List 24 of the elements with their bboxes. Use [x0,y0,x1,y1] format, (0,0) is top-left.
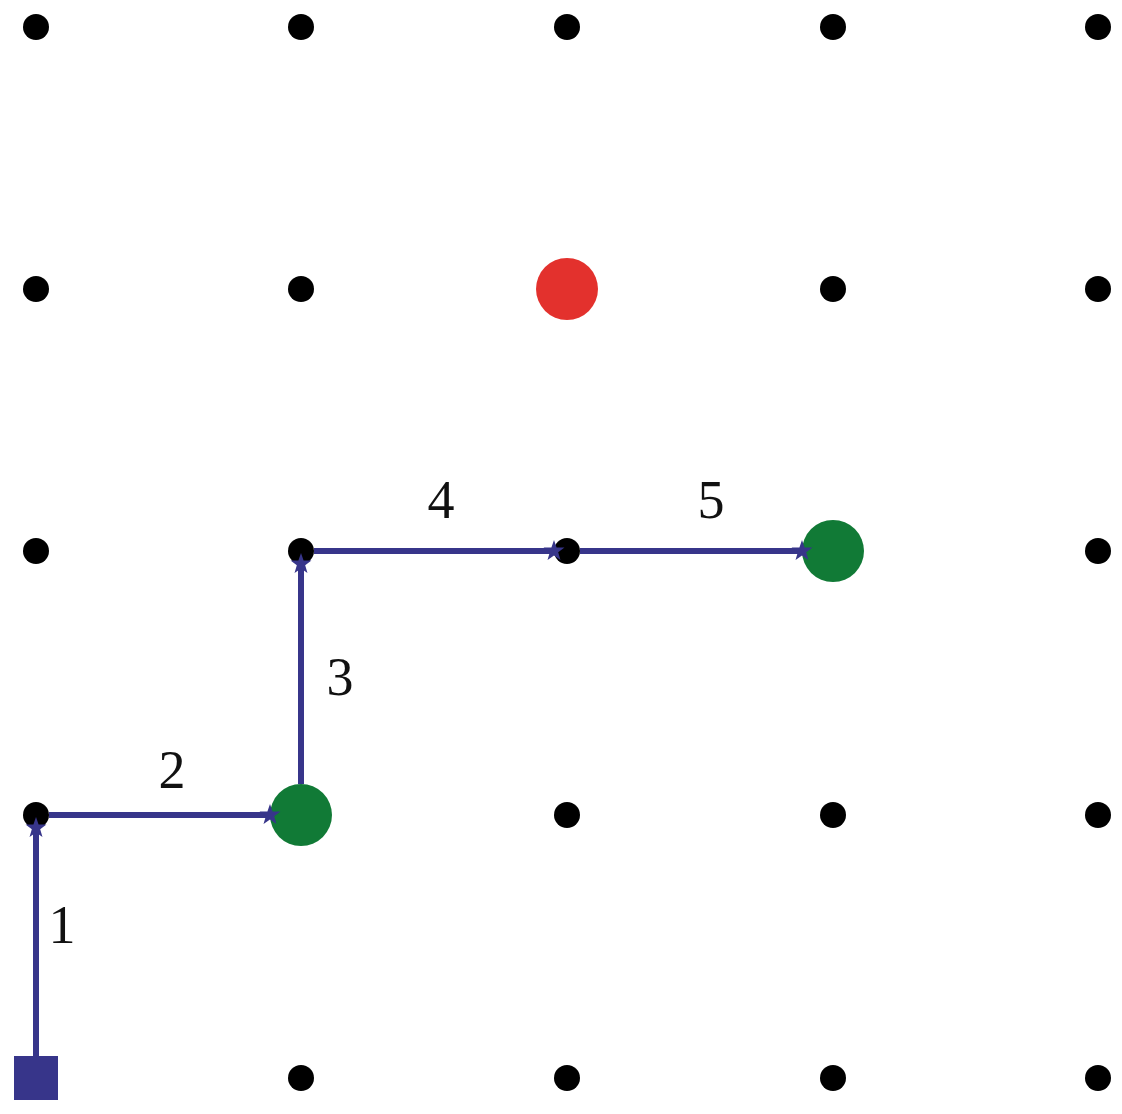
grid-dot [23,14,49,40]
grid-dot [820,1065,846,1091]
grid-dot [288,14,314,40]
path-segment [314,540,565,560]
square-marker [14,1056,58,1100]
path-segment [49,804,281,824]
grid-dot [23,276,49,302]
grid-dot [820,802,846,828]
grid-dot [554,14,580,40]
grid-dot [1085,1065,1111,1091]
grid-dot [288,1065,314,1091]
grid-dot [1085,276,1111,302]
grid-dot [820,14,846,40]
path-segment [580,540,813,560]
grid-dot [554,1065,580,1091]
grid-dot [1085,14,1111,40]
grid-dot [23,538,49,564]
grid-dot [820,276,846,302]
grid-dot [1085,538,1111,564]
grid-dot [288,276,314,302]
path-segment [290,553,312,784]
path-segment [25,817,47,1056]
grid-dot [1085,802,1111,828]
grid-dot [554,802,580,828]
